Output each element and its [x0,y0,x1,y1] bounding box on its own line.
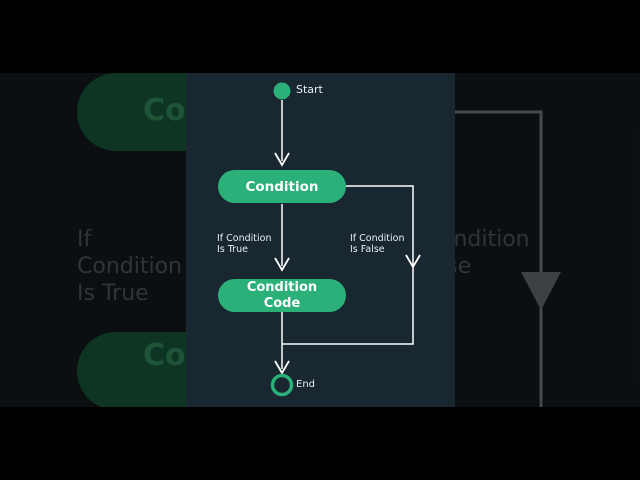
background-condition-line1: If Condition [77,227,182,279]
background-dim-right [455,0,640,480]
end-label: End [296,379,316,390]
background-pill-top [77,73,186,151]
letterbox-top [0,0,640,73]
condition-code-line2: Code [263,295,301,311]
condition-node: Condition [218,170,346,203]
condition-node-label: Condition [245,178,319,195]
background-right-condition-line1: ondition [455,227,530,252]
arrowhead-false-branch [405,254,421,269]
background-pill-bottom-text: Co [143,338,186,373]
start-node [273,82,291,100]
false-branch-line2: Is False [350,244,385,255]
background-left-zoom: Co If Condition Is True Co [0,0,186,480]
end-node-inner [276,379,288,391]
letterbox-bottom [0,407,640,480]
end-node [270,373,294,397]
background-arrowhead [521,272,561,310]
background-pill-top-text: Co [143,93,186,128]
true-branch-label: If Condition Is True [217,233,272,255]
background-right-condition-line2: lse [455,254,472,279]
arrowhead-condition [274,152,290,167]
background-dim-left [0,0,186,480]
false-branch-label: If Condition Is False [350,233,405,255]
false-branch-line1: If Condition [350,233,405,244]
background-condition-line2: Is True [77,281,149,306]
true-branch-line2: Is True [217,244,248,255]
background-condition-text: If Condition Is True [77,226,186,307]
edge-false-branch [282,185,414,345]
background-right-zoom: ondition lse [455,0,640,480]
background-right-condition-text: ondition lse [455,226,530,280]
flowchart-panel: Start End Condition Condition Code If Co… [186,73,455,407]
condition-code-node: Condition Code [218,279,346,312]
true-branch-line1: If Condition [217,233,272,244]
background-right-edges [455,110,561,480]
arrowhead-end [274,360,290,375]
arrowhead-code [274,257,290,272]
condition-code-line1: Condition [246,279,318,295]
background-pill-bottom [77,332,186,410]
start-label: Start [296,83,323,96]
flowchart-edges [270,82,421,397]
